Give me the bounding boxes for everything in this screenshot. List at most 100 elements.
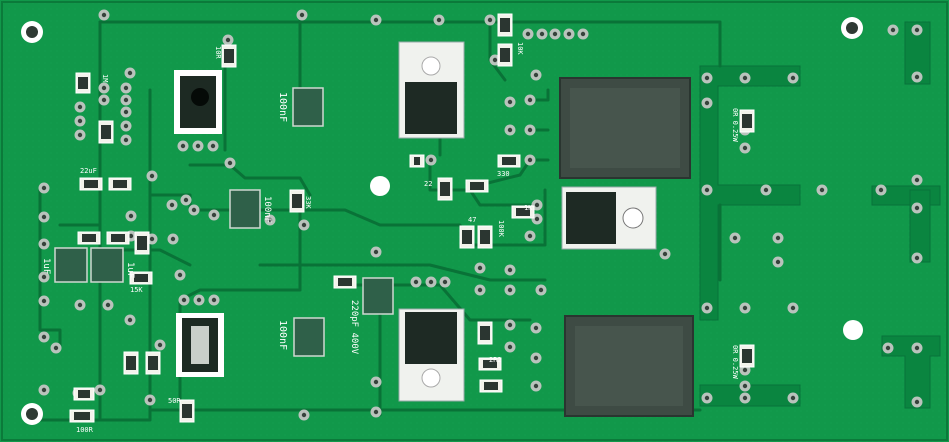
via-hole bbox=[527, 157, 533, 163]
smd-resistor-body bbox=[182, 404, 192, 418]
via-hole bbox=[704, 100, 710, 106]
via-hole bbox=[442, 279, 448, 285]
via-hole bbox=[914, 74, 920, 80]
via-hole bbox=[885, 345, 891, 351]
via-hole bbox=[41, 334, 47, 340]
silkscreen-labels: 100nF 100nF 100nF 220pF 400V 1uF 1uF 22u… bbox=[41, 42, 739, 434]
relay-pad-bottom bbox=[176, 313, 224, 377]
via-hole bbox=[704, 187, 710, 193]
smd-resistor-body bbox=[414, 157, 420, 165]
via-hole bbox=[149, 173, 155, 179]
label-100k: 100K bbox=[497, 220, 505, 238]
via-hole bbox=[41, 185, 47, 191]
via-hole bbox=[580, 31, 586, 37]
smd-resistor-body bbox=[484, 382, 498, 390]
label-100nf-mid: 100nF bbox=[262, 196, 272, 223]
via-hole bbox=[492, 57, 498, 63]
label-0r25-top: 0R 0.25W bbox=[731, 108, 739, 143]
label-1m: 1M bbox=[101, 74, 109, 82]
via-hole bbox=[742, 305, 748, 311]
smd-resistor-body bbox=[338, 278, 352, 286]
via-hole bbox=[914, 177, 920, 183]
via-pads bbox=[38, 9, 923, 421]
via-hole bbox=[77, 302, 83, 308]
smd-resistor-body bbox=[101, 125, 111, 139]
via-hole bbox=[128, 213, 134, 219]
via-hole bbox=[507, 267, 513, 273]
via-hole bbox=[77, 132, 83, 138]
via-hole bbox=[477, 287, 483, 293]
smd-resistor-body bbox=[462, 230, 472, 244]
to220-top bbox=[398, 41, 465, 139]
via-hole bbox=[890, 27, 896, 33]
smd-resistor-body bbox=[224, 49, 234, 63]
smd-resistor-body bbox=[82, 234, 96, 242]
power-transistor-top bbox=[559, 77, 691, 179]
via-hole bbox=[373, 409, 379, 415]
via-hole bbox=[225, 37, 231, 43]
smd-resistor-body bbox=[111, 234, 125, 242]
smd-resistor-body bbox=[440, 182, 450, 196]
via-hole bbox=[742, 395, 748, 401]
label-1uf-b: 1uF bbox=[125, 262, 135, 278]
smd-resistor-body bbox=[502, 157, 516, 165]
via-hole bbox=[775, 235, 781, 241]
smd-resistor-body bbox=[500, 18, 510, 32]
via-hole bbox=[539, 31, 545, 37]
via-hole bbox=[77, 118, 83, 124]
label-22: 22 bbox=[424, 180, 432, 188]
via-hole bbox=[790, 395, 796, 401]
via-hole bbox=[105, 302, 111, 308]
via-hole bbox=[527, 127, 533, 133]
label-2r2: 2R2 bbox=[489, 356, 502, 364]
via-hole bbox=[914, 27, 920, 33]
via-hole bbox=[878, 187, 884, 193]
smd-resistor-body bbox=[126, 356, 136, 370]
via-hole bbox=[301, 222, 307, 228]
smd-resistor-body bbox=[78, 77, 88, 89]
smd-resistor-body bbox=[134, 274, 148, 282]
smd-resistor-body bbox=[137, 236, 147, 250]
via-hole bbox=[123, 85, 129, 91]
via-hole bbox=[183, 197, 189, 203]
via-hole bbox=[41, 387, 47, 393]
via-hole bbox=[123, 137, 129, 143]
via-hole bbox=[77, 104, 83, 110]
via-hole bbox=[428, 157, 434, 163]
via-hole bbox=[533, 325, 539, 331]
via-hole bbox=[373, 379, 379, 385]
via-hole bbox=[527, 233, 533, 239]
smd-resistor-body bbox=[480, 230, 490, 244]
via-hole bbox=[533, 383, 539, 389]
via-hole bbox=[101, 85, 107, 91]
via-hole bbox=[914, 345, 920, 351]
to220-side bbox=[561, 186, 657, 250]
smd-resistor-body bbox=[483, 360, 497, 368]
via-hole bbox=[41, 274, 47, 280]
smd-resistor-body bbox=[148, 356, 158, 370]
via-hole bbox=[170, 236, 176, 242]
via-hole bbox=[704, 75, 710, 81]
smd-resistor-body bbox=[516, 208, 530, 216]
via-hole bbox=[790, 75, 796, 81]
smd-resistor-body bbox=[78, 390, 90, 398]
relay-pad-top bbox=[174, 70, 222, 134]
via-hole bbox=[507, 344, 513, 350]
via-hole bbox=[210, 143, 216, 149]
via-hole bbox=[507, 287, 513, 293]
label-15k: 15K bbox=[130, 286, 143, 294]
via-hole bbox=[704, 305, 710, 311]
via-hole bbox=[436, 17, 442, 23]
via-hole bbox=[181, 297, 187, 303]
via-hole bbox=[790, 305, 796, 311]
via-hole bbox=[267, 217, 273, 223]
via-hole bbox=[53, 345, 59, 351]
via-hole bbox=[742, 367, 748, 373]
via-hole bbox=[191, 207, 197, 213]
via-hole bbox=[662, 251, 668, 257]
via-hole bbox=[527, 97, 533, 103]
via-hole bbox=[299, 12, 305, 18]
via-hole bbox=[534, 202, 540, 208]
via-hole bbox=[775, 259, 781, 265]
